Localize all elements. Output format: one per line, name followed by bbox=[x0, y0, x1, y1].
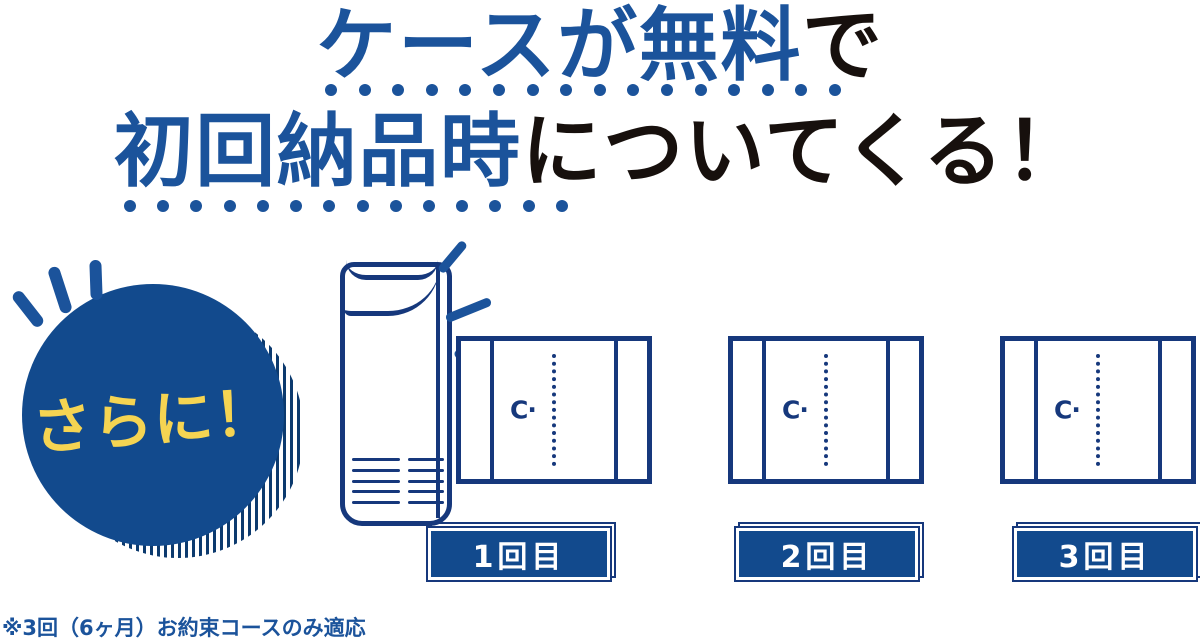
case-ridges-right bbox=[408, 458, 444, 504]
lens-case-illustration bbox=[340, 239, 493, 526]
headline-line-2: 初回納品時についてくる！ bbox=[0, 104, 1200, 200]
emphasis-dot bbox=[356, 200, 369, 212]
badge-fill bbox=[426, 526, 612, 582]
package-perforation-line bbox=[1096, 354, 1100, 466]
case-top-opening bbox=[344, 264, 440, 316]
emphasis-dot bbox=[358, 84, 371, 96]
case-side-edge bbox=[436, 266, 440, 518]
emphasis-dot bbox=[392, 84, 405, 96]
emphasis-dot bbox=[256, 200, 269, 212]
emphasis-dot bbox=[157, 200, 170, 212]
emphasis-dot bbox=[526, 84, 539, 96]
emphasis-dot bbox=[761, 84, 774, 96]
emphasis-dot bbox=[694, 84, 707, 96]
case-top-rim bbox=[346, 260, 438, 280]
emphasis-dot bbox=[456, 200, 469, 212]
package-perforation-line bbox=[552, 354, 556, 466]
emphasis-dot bbox=[325, 84, 337, 96]
emphasis-dot bbox=[323, 200, 336, 212]
package-left-panel bbox=[490, 336, 494, 484]
delivery-badge-2-label: 2回目 bbox=[780, 540, 874, 575]
emphasis-dot bbox=[555, 200, 568, 212]
lens-package-3: C· bbox=[1000, 336, 1196, 484]
delivery-badge-3: 3回目 bbox=[1012, 522, 1200, 584]
emphasis-dot bbox=[190, 200, 203, 212]
headline-line-1-highlight: ケースが無料 bbox=[316, 0, 802, 92]
emphasis-dot bbox=[489, 200, 502, 212]
emphasis-dot bbox=[522, 200, 535, 212]
headline-line-1-tail: で bbox=[802, 0, 884, 92]
emphasis-dot bbox=[459, 84, 472, 96]
package-right-panel bbox=[1158, 336, 1162, 484]
emphasis-dot bbox=[627, 84, 640, 96]
package-logo: C· bbox=[782, 395, 809, 425]
badge-label: さらに！ bbox=[30, 377, 277, 464]
emphasis-dot bbox=[422, 200, 435, 212]
package-right-panel bbox=[614, 336, 618, 484]
sarani-badge: さらに！ bbox=[0, 248, 320, 580]
package-left-panel bbox=[762, 336, 766, 484]
package-left-panel bbox=[1034, 336, 1038, 484]
lens-package-2: C· bbox=[728, 336, 924, 484]
lens-package-1: C· bbox=[456, 336, 652, 484]
delivery-badge-1: 1回目 bbox=[426, 522, 616, 584]
case-sparkle-icon bbox=[436, 239, 469, 275]
emphasis-dot bbox=[492, 84, 505, 96]
emphasis-dot bbox=[593, 84, 606, 96]
headline-line-2-highlight: 初回納品時 bbox=[113, 105, 522, 198]
emphasis-dot bbox=[728, 84, 741, 96]
emphasis-dot bbox=[560, 84, 573, 96]
emphasis-dot bbox=[425, 84, 438, 96]
badge-fill bbox=[1012, 526, 1198, 582]
package-perforation-line bbox=[824, 354, 828, 466]
emphasis-dot bbox=[389, 200, 402, 212]
badge-sparkle-icon bbox=[89, 259, 103, 301]
headline-line-2-tail: についてくる！ bbox=[521, 105, 1087, 198]
delivery-badge-2: 2回目 bbox=[734, 522, 924, 584]
emphasis-dot bbox=[223, 200, 236, 212]
case-ridges-left bbox=[352, 458, 400, 504]
emphasis-dot bbox=[660, 84, 673, 96]
emphasis-dot bbox=[124, 200, 136, 212]
headline-line-1: ケースが無料で bbox=[0, 0, 1200, 94]
badge-fill bbox=[734, 526, 920, 582]
emphasis-dot bbox=[795, 84, 808, 96]
emphasis-dot bbox=[828, 84, 841, 96]
package-right-panel bbox=[886, 336, 890, 484]
footnote-text: ※3回（6ヶ月）お約束コースのみ適応 bbox=[2, 616, 366, 640]
badge-circle bbox=[22, 284, 284, 546]
delivery-badge-1-label: 1回目 bbox=[472, 540, 566, 575]
package-logo: C· bbox=[510, 395, 537, 425]
delivery-badge-3-label: 3回目 bbox=[1058, 540, 1152, 575]
emphasis-dots-line-1 bbox=[325, 84, 841, 96]
emphasis-dots-line-2 bbox=[124, 200, 568, 212]
emphasis-dot bbox=[290, 200, 303, 212]
package-logo: C· bbox=[1054, 395, 1081, 425]
